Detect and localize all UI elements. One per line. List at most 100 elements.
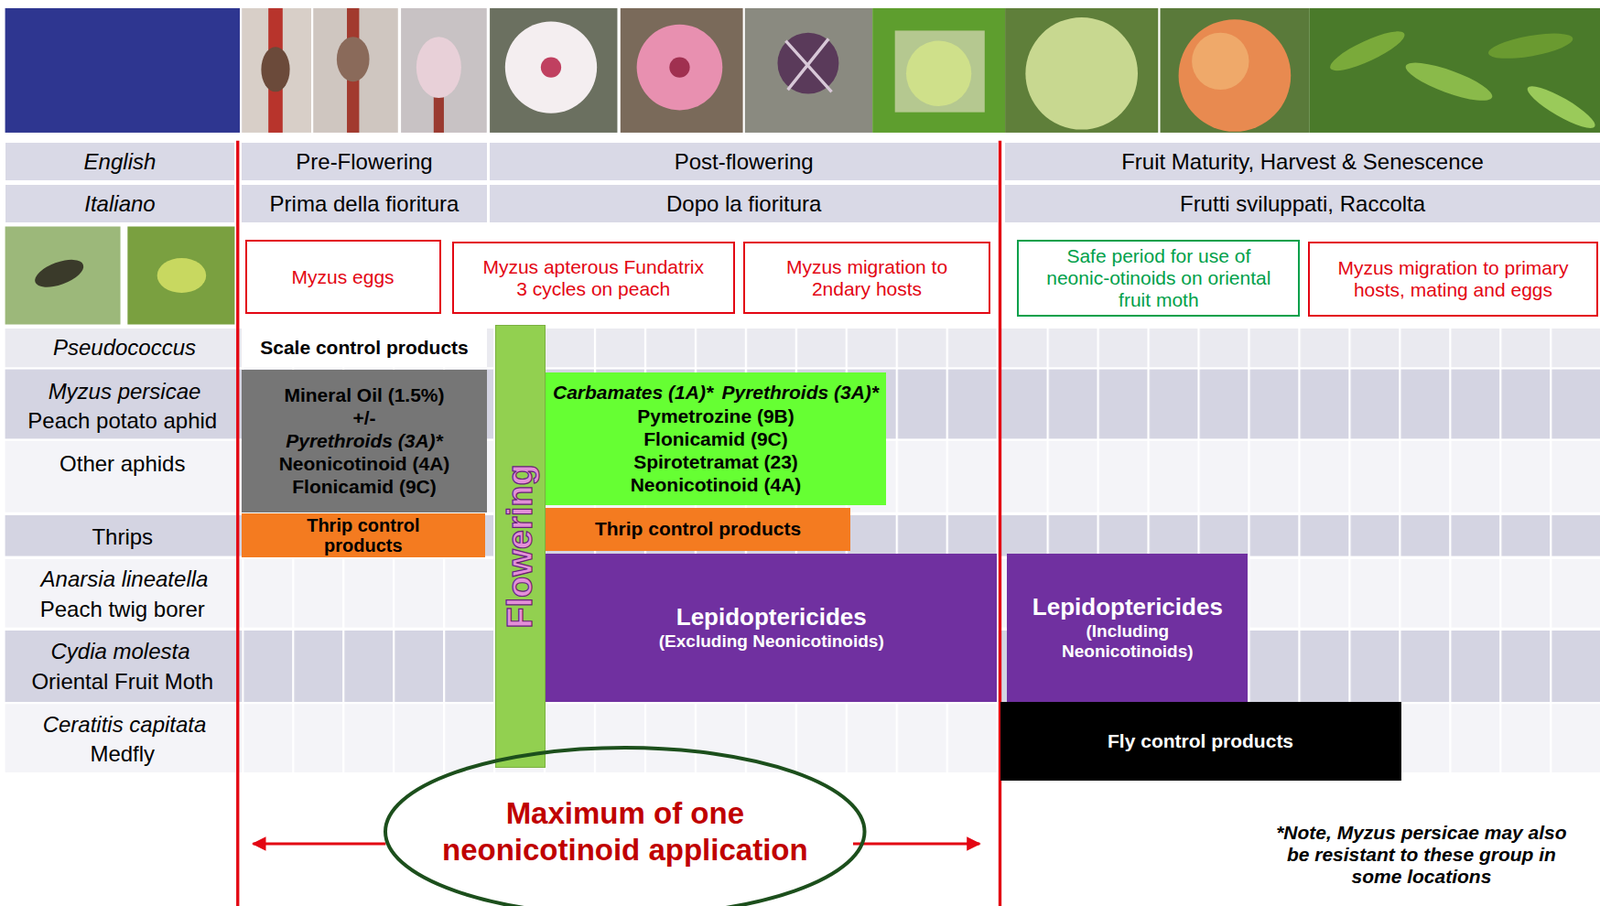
range-arrow xyxy=(853,843,980,846)
text-row: Thrip control products xyxy=(269,515,457,556)
leaf-photo xyxy=(1486,28,1575,64)
text-row: Dopo la fioritura xyxy=(666,191,822,217)
safe-period-box: Safe period for use of neonic-otinoids o… xyxy=(1016,239,1300,317)
node-text: Myzus eggs xyxy=(291,266,395,289)
limit-ellipse: Maximum of one neonicotinoid application xyxy=(382,745,868,906)
text-row: Pymetrozine (9B) xyxy=(637,404,795,428)
aphid-photo xyxy=(5,227,121,325)
species-label: Peach potato aphid xyxy=(10,409,235,435)
node-text: Myzus migration to primary hosts, mating… xyxy=(1323,257,1583,302)
text-row: Neonicotinoid (4A) xyxy=(279,452,451,476)
species-label: Oriental Fruit Moth xyxy=(10,669,235,695)
species-label: Ceratitis capitata xyxy=(12,712,238,738)
stage-header: Pre-Flowering xyxy=(241,142,487,181)
flower-photo xyxy=(785,38,832,92)
node-text: Pyrethroids (3A)* xyxy=(285,429,444,453)
node-text: Mineral Oil (1.5%) xyxy=(283,383,444,407)
text-row: Neonicotinoid (4A) xyxy=(630,473,802,497)
flower-photo xyxy=(620,8,744,133)
node-text: +/- xyxy=(352,406,376,430)
range-arrow xyxy=(252,843,386,846)
node-text: Lepidoptericides xyxy=(1032,594,1223,622)
leaf-photo xyxy=(1308,8,1600,135)
text-row: Myzus migration to 2ndary hosts xyxy=(758,256,976,301)
fruit-photo xyxy=(872,8,1006,133)
stage-header: Fruit Maturity, Harvest & Senescence xyxy=(1005,142,1600,181)
text-row: Prima della fioritura xyxy=(270,191,460,217)
node-text: Flonicamid (9C) xyxy=(291,475,437,498)
node-text: Pre-Flowering xyxy=(295,149,433,175)
text-row: Pyrethroids (3A)* xyxy=(285,429,444,453)
node-text: Prima della fioritura xyxy=(270,191,460,217)
flower-photo xyxy=(540,56,562,77)
text-row: Italiano xyxy=(84,191,155,217)
product-bar: Mineral Oil (1.5%)+/-Pyrethroids (3A)*Ne… xyxy=(241,369,487,513)
node-text: Post-flowering xyxy=(674,149,814,175)
language-label: Italiano xyxy=(5,184,236,223)
footnote: *Note, Myzus persicae may also be resist… xyxy=(1265,821,1578,888)
node-text: English xyxy=(84,149,157,175)
aphid-phase-box: Myzus migration to primary hosts, mating… xyxy=(1308,241,1599,316)
leaf-photo xyxy=(1326,24,1409,78)
node-text: Myzus apterous Fundatrix 3 cycles on pea… xyxy=(476,256,711,301)
text-row: +/- xyxy=(352,406,376,430)
node-text: Spirotetramat (23) xyxy=(633,450,799,474)
product-bar: Fly control products xyxy=(1000,702,1402,781)
text-row: Fly control products xyxy=(1107,730,1294,753)
node-text: (Including Neonicotinoids) xyxy=(1019,621,1235,662)
text-row: Flonicamid (9C) xyxy=(643,427,789,451)
flower-photo xyxy=(777,32,839,95)
season-divider xyxy=(998,140,1002,906)
node-text: Italiano xyxy=(84,191,155,217)
flower-photo xyxy=(505,21,597,113)
text-row: English xyxy=(84,149,157,175)
node-text: Pymetrozine (9B) xyxy=(637,404,795,428)
product-bar: Lepidoptericides(Excluding Neonicotinoid… xyxy=(545,553,997,703)
title-block xyxy=(5,8,240,133)
aphid-photo xyxy=(127,227,235,325)
fruit-photo xyxy=(1005,8,1158,133)
aphid-phase-box: Myzus apterous Fundatrix 3 cycles on pea… xyxy=(452,241,736,314)
text-row: Post-flowering xyxy=(674,149,814,175)
node-text: Thrip control products xyxy=(269,515,457,556)
product-bar: Thrip control products xyxy=(545,508,850,552)
text-row: Lepidoptericides xyxy=(1032,594,1223,622)
bud-photo xyxy=(260,46,290,92)
node-text: Maximum of one neonicotinoid application xyxy=(423,795,827,868)
node-text: Neonicotinoid (4A) xyxy=(630,473,802,497)
node-text: Flonicamid (9C) xyxy=(643,427,789,451)
fruit-photo xyxy=(895,30,985,112)
node-text: Lepidoptericides xyxy=(676,604,867,632)
bud-photo xyxy=(241,8,487,133)
bud-photo xyxy=(336,36,370,82)
bud-photo xyxy=(313,8,399,133)
season-divider xyxy=(237,140,1001,906)
text-row: Scale control products xyxy=(259,336,469,359)
node-text: Frutti sviluppati, Raccolta xyxy=(1179,191,1426,217)
fruit-photo xyxy=(1191,32,1249,90)
stage-header: Prima della fioritura xyxy=(241,184,487,223)
text-row: Myzus apterous Fundatrix 3 cycles on pea… xyxy=(476,256,711,301)
text-row: Thrip control products xyxy=(594,518,801,541)
species-label: Thrips xyxy=(10,525,235,552)
species-label: Medfly xyxy=(10,741,235,768)
node-text: Thrip control products xyxy=(594,518,801,541)
node-text: (Excluding Neonicotinoids) xyxy=(659,631,885,652)
product-bar: Carbamates (1A)*Pyrethroids (3A)*Pymetro… xyxy=(545,372,886,506)
flower-photo xyxy=(637,24,724,111)
text-row: Spirotetramat (23) xyxy=(633,450,799,474)
node-text: Fruit Maturity, Harvest & Senescence xyxy=(1121,149,1484,175)
species-label: Other aphids xyxy=(10,451,235,477)
aphid-photo xyxy=(157,258,207,293)
text-row: Myzus migration to primary hosts, mating… xyxy=(1323,257,1583,302)
text-row: Frutti sviluppati, Raccolta xyxy=(1179,191,1426,217)
product-bar: Scale control products xyxy=(241,328,487,368)
fruit-photo xyxy=(1178,19,1292,132)
language-label: English xyxy=(5,142,236,181)
aphid-phase-box: Myzus eggs xyxy=(245,239,442,314)
node-text: Pyrethroids (3A)* xyxy=(722,380,880,404)
stage-header: Post-flowering xyxy=(489,142,998,181)
leaf-photo xyxy=(1523,79,1600,135)
node-text: Neonicotinoid (4A) xyxy=(279,452,451,476)
